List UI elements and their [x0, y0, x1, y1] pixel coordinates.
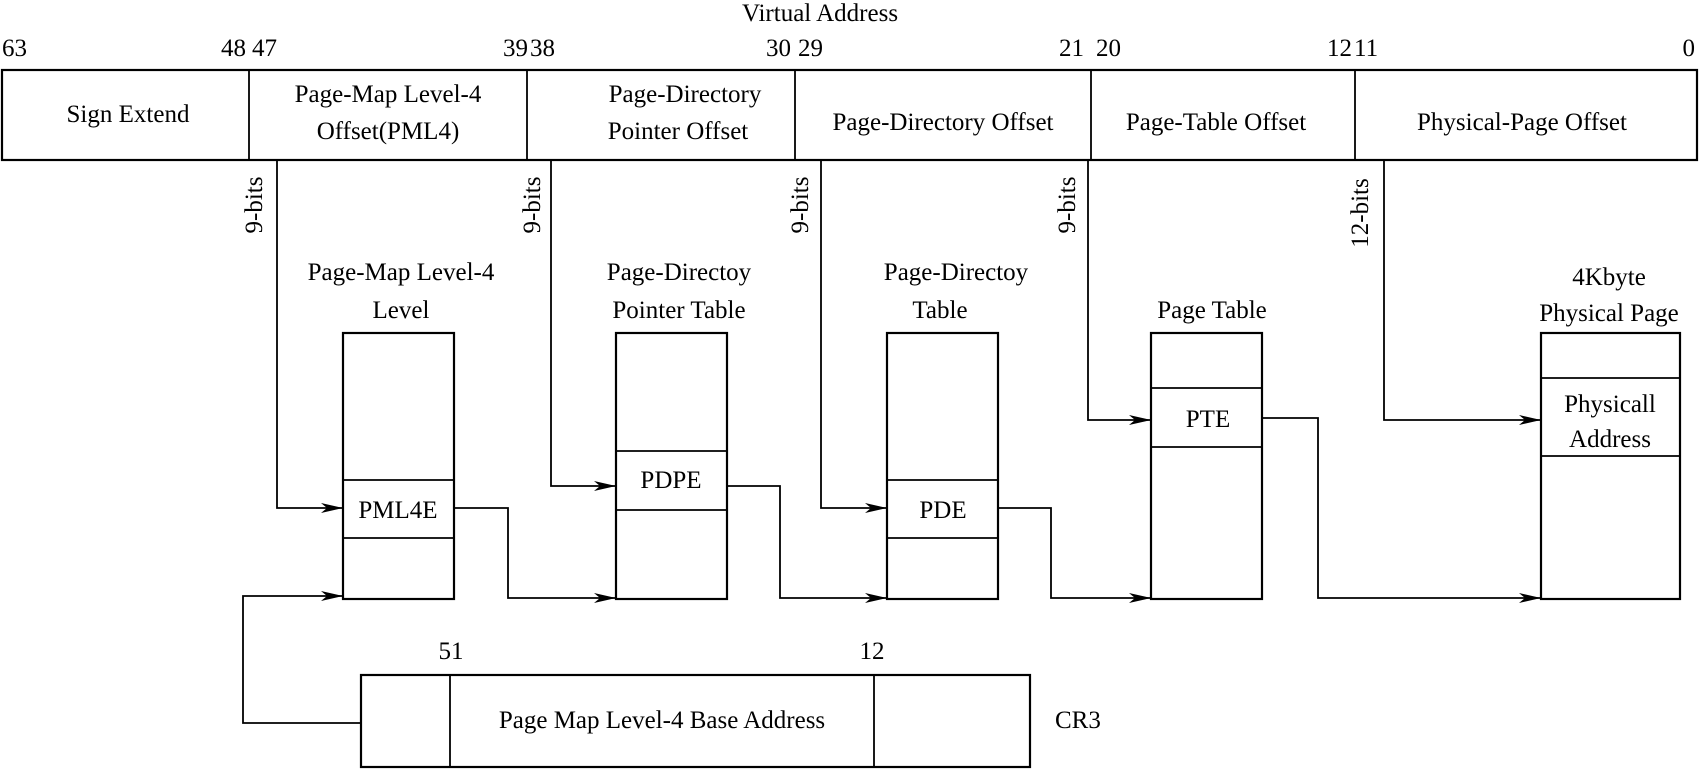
pdpt-title-line2: Pointer Table: [612, 297, 745, 324]
bits-phys: 12-bits: [1347, 178, 1374, 247]
bits-pd: 9-bits: [787, 177, 814, 234]
field-pdp-offset-line2: Pointer Offset: [608, 118, 749, 145]
pdt-title-line2: Table: [912, 297, 967, 324]
bit-20: 20: [1096, 35, 1121, 62]
physical-address-line2: Address: [1569, 426, 1651, 453]
bit-width-labels: 9-bits 9-bits 9-bits 9-bits 12-bits: [241, 177, 1374, 248]
bit-63: 63: [2, 35, 27, 62]
pdpe-entry: PDPE: [640, 467, 701, 494]
pml4-table-title-line2: Level: [373, 297, 430, 324]
page-title-line1: 4Kbyte: [1572, 264, 1646, 291]
cr3-bit-12: 12: [860, 638, 885, 665]
pml4e-entry: PML4E: [358, 497, 437, 524]
page-title-line2: Physical Page: [1539, 300, 1679, 327]
page-table: PTE: [1149, 331, 1264, 601]
diagram-title: Virtual Address: [742, 0, 898, 27]
pml4-table: PML4E: [341, 331, 456, 601]
pdpt-title-line1: Page-Directoy: [607, 259, 752, 286]
virtual-address-bar: Sign Extend Page-Map Level-4 Offset(PML4…: [0, 68, 1699, 162]
index-arrows: [276, 160, 1541, 513]
field-pt-offset: Page-Table Offset: [1126, 109, 1306, 136]
bits-pml4: 9-bits: [241, 177, 268, 234]
cr3-register: 51 12 Page Map Level-4 Base Address CR3: [359, 638, 1101, 769]
bit-30: 30: [766, 35, 791, 62]
bit-11: 11: [1354, 35, 1378, 62]
field-pdp-offset-line1: Page-Directory: [609, 81, 762, 108]
cr3-label: CR3: [1055, 707, 1101, 734]
bits-pdp: 9-bits: [519, 177, 546, 234]
pt-title: Page Table: [1157, 297, 1267, 324]
pml4-table-title-line1: Page-Map Level-4: [308, 259, 495, 286]
bit-0: 0: [1683, 35, 1696, 62]
bit-29: 29: [798, 35, 823, 62]
bit-21: 21: [1059, 35, 1084, 62]
bit-numbers: 63 48 47 39 38 30 29 21 20 12 11 0: [2, 35, 1695, 62]
bit-12: 12: [1327, 35, 1352, 62]
bit-39: 39: [503, 35, 528, 62]
pdt-title-line1: Page-Directoy: [884, 259, 1029, 286]
bit-48: 48: [221, 35, 246, 62]
bit-47: 47: [252, 35, 277, 62]
bit-38: 38: [530, 35, 555, 62]
physical-page: Physicall Address: [1539, 331, 1682, 601]
pde-entry: PDE: [919, 497, 966, 524]
bits-pt: 9-bits: [1054, 177, 1081, 234]
pdt-table: PDE: [885, 331, 1000, 601]
base-address-arrows: [242, 417, 1541, 724]
field-pml4-offset-line1: Page-Map Level-4: [295, 81, 482, 108]
cr3-bit-51: 51: [439, 638, 464, 665]
cr3-base-address-field: Page Map Level-4 Base Address: [499, 707, 825, 734]
pdpt-table: PDPE: [614, 331, 729, 601]
table-titles: Page-Map Level-4 Level Page-Directoy Poi…: [308, 259, 1679, 327]
field-phys-offset: Physical-Page Offset: [1417, 109, 1627, 136]
physical-address-line1: Physicall: [1564, 391, 1656, 418]
pte-entry: PTE: [1186, 406, 1230, 433]
field-sign-extend: Sign Extend: [67, 101, 190, 128]
field-pd-offset: Page-Directory Offset: [833, 109, 1054, 136]
field-pml4-offset-line2: Offset(PML4): [317, 118, 460, 145]
